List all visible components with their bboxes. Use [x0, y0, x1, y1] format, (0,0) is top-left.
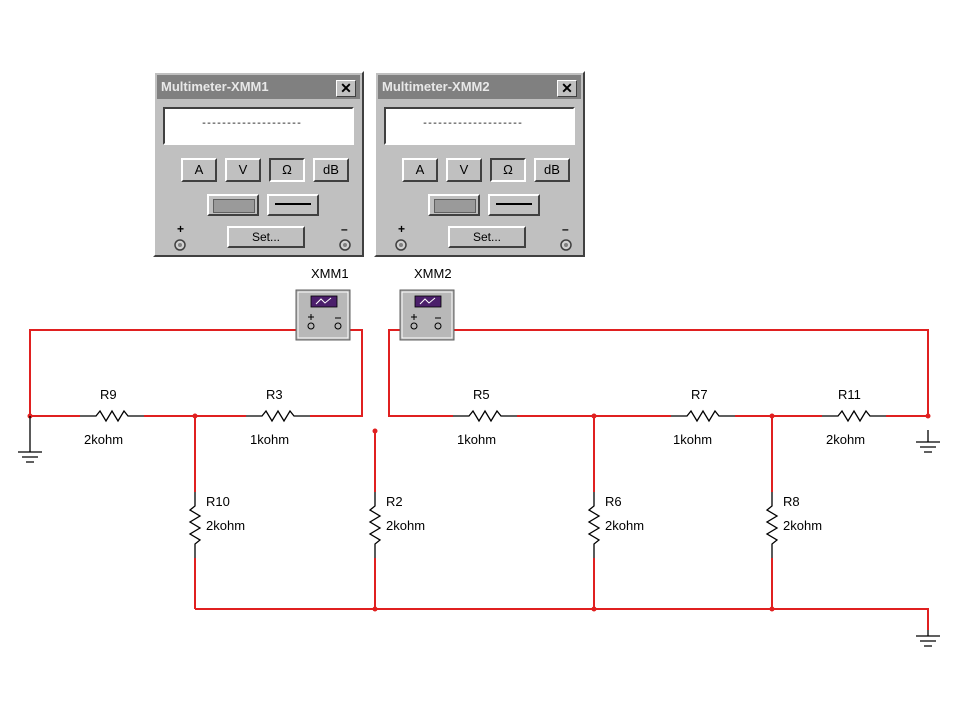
resistor-r11-value: 2kohm	[826, 432, 866, 447]
instrument-xmm1-symbol[interactable]	[295, 289, 351, 341]
close-icon: ✕	[561, 80, 573, 96]
resistor-r10-symbol[interactable]	[188, 492, 202, 558]
reading-display: --------------------	[163, 107, 354, 145]
multimeter-xmm2-window[interactable]: Multimeter-XMM2 ✕ -------------------- A…	[374, 71, 585, 257]
dc-mode-button[interactable]	[488, 194, 540, 216]
resistor-r7-value: 1kohm	[673, 432, 713, 447]
resistor-r5-symbol[interactable]	[453, 409, 517, 423]
reading-value: --------------------	[422, 119, 523, 130]
resistor-r5-value: 1kohm	[457, 432, 497, 447]
ammeter-button[interactable]: A	[181, 158, 217, 182]
positive-terminal-icon[interactable]	[173, 238, 187, 252]
minus-sign: –	[562, 222, 569, 236]
set-button[interactable]: Set...	[227, 226, 305, 248]
resistor-r11-ref: R11	[838, 387, 861, 402]
control-group: A V Ω dB Set... + –	[163, 152, 354, 260]
resistor-r7-symbol[interactable]	[671, 409, 735, 423]
multimeter-xmm1-titlebar[interactable]: Multimeter-XMM1 ✕	[157, 75, 360, 99]
ground-icon	[18, 416, 42, 463]
control-group: A V Ω dB Set... + –	[384, 152, 575, 260]
resistor-r10-ref: R10	[206, 494, 230, 509]
ac-wave-icon	[434, 199, 476, 213]
close-button[interactable]: ✕	[336, 80, 356, 97]
resistor-r3-value: 1kohm	[250, 432, 290, 447]
minus-sign: –	[341, 222, 348, 236]
junctions	[27, 413, 931, 612]
resistor-r9-symbol[interactable]	[80, 409, 144, 423]
ammeter-button[interactable]: A	[402, 158, 438, 182]
resistor-r9-ref: R9	[100, 387, 117, 402]
resistor-r11-symbol[interactable]	[822, 409, 886, 423]
negative-terminal-icon[interactable]	[338, 238, 352, 252]
dc-line-icon	[275, 203, 311, 205]
ac-wave-icon	[213, 199, 255, 213]
instrument-label-xmm1: XMM1	[311, 266, 349, 281]
plus-sign: +	[398, 222, 406, 236]
instrument-xmm2-symbol[interactable]	[399, 289, 455, 341]
resistor-r2-symbol[interactable]	[368, 492, 382, 558]
plus-sign: +	[177, 222, 185, 236]
decibel-button[interactable]: dB	[313, 158, 349, 182]
voltmeter-button[interactable]: V	[446, 158, 482, 182]
resistor-r6-symbol[interactable]	[587, 492, 601, 558]
dc-mode-button[interactable]	[267, 194, 319, 216]
resistor-r8-ref: R8	[783, 494, 800, 509]
resistor-r9-value: 2kohm	[84, 432, 124, 447]
window-title: Multimeter-XMM2	[382, 79, 490, 94]
close-icon: ✕	[340, 80, 352, 96]
close-button[interactable]: ✕	[557, 80, 577, 97]
reading-value: --------------------	[201, 119, 302, 130]
resistor-r8-value: 2kohm	[783, 518, 823, 533]
wires	[29, 326, 929, 630]
window-title: Multimeter-XMM1	[161, 79, 269, 94]
resistor-r10-value: 2kohm	[206, 518, 246, 533]
ground-icon	[916, 430, 940, 453]
ohmmeter-button[interactable]: Ω	[269, 158, 305, 182]
ac-mode-button[interactable]	[207, 194, 259, 216]
multimeter-xmm2-titlebar[interactable]: Multimeter-XMM2 ✕	[378, 75, 581, 99]
resistor-r3-ref: R3	[266, 387, 283, 402]
resistor-r8-symbol[interactable]	[765, 492, 779, 558]
multimeter-xmm1-window[interactable]: Multimeter-XMM1 ✕ -------------------- A…	[153, 71, 364, 257]
ac-mode-button[interactable]	[428, 194, 480, 216]
resistor-r7-ref: R7	[691, 387, 708, 402]
ohmmeter-button[interactable]: Ω	[490, 158, 526, 182]
negative-terminal-icon[interactable]	[559, 238, 573, 252]
voltmeter-button[interactable]: V	[225, 158, 261, 182]
resistor-r3-symbol[interactable]	[246, 409, 310, 423]
set-button[interactable]: Set...	[448, 226, 526, 248]
resistor-r5-ref: R5	[473, 387, 490, 402]
resistor-r6-value: 2kohm	[605, 518, 645, 533]
decibel-button[interactable]: dB	[534, 158, 570, 182]
positive-terminal-icon[interactable]	[394, 238, 408, 252]
reading-display: --------------------	[384, 107, 575, 145]
resistor-r2-value: 2kohm	[386, 518, 426, 533]
resistor-r2-ref: R2	[386, 494, 403, 509]
resistor-r6-ref: R6	[605, 494, 622, 509]
dc-line-icon	[496, 203, 532, 205]
instrument-label-xmm2: XMM2	[414, 266, 452, 281]
ground-icon	[916, 630, 940, 647]
